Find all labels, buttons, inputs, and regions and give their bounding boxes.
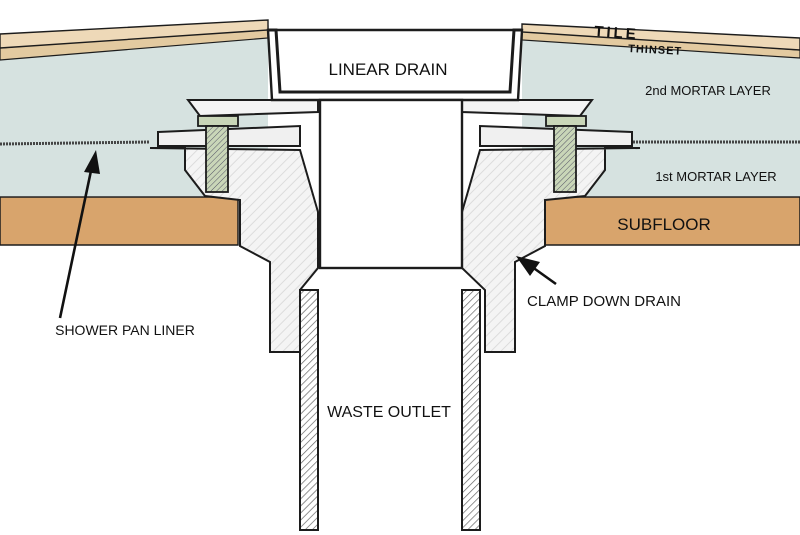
tile-label: TILE bbox=[594, 23, 640, 43]
mortar-layer-1-label: 1st MORTAR LAYER bbox=[655, 169, 776, 184]
waste-outlet-wall-left bbox=[299, 289, 319, 531]
clamp-ring-left bbox=[157, 124, 301, 147]
subfloor-left bbox=[0, 196, 239, 246]
shower-pan-liner-line bbox=[0, 140, 800, 146]
clamp-drain-body-left bbox=[149, 147, 319, 353]
clamp-down-drain-arrow bbox=[516, 256, 557, 286]
waste-outlet-wall-right bbox=[461, 289, 481, 531]
clamp-down-drain-label: CLAMP DOWN DRAIN bbox=[527, 293, 681, 310]
shower-pan-liner-label: SHOWER PAN LINER bbox=[55, 322, 195, 338]
drain-inner-tube bbox=[318, 98, 464, 270]
clamp-bolt-left bbox=[197, 115, 239, 193]
upper-flange-right bbox=[461, 99, 594, 118]
linear-drain-label: LINEAR DRAIN bbox=[328, 60, 447, 79]
waste-outlet-label: WASTE OUTLET bbox=[327, 404, 451, 421]
mortar-layer-2-label: 2nd MORTAR LAYER bbox=[645, 83, 771, 98]
subfloor-right bbox=[544, 196, 800, 246]
linear-drain-rim bbox=[268, 28, 522, 94]
upper-flange-left bbox=[186, 99, 319, 118]
clamp-bolt-right bbox=[545, 115, 587, 193]
subfloor-label: SUBFLOOR bbox=[617, 215, 711, 234]
thinset-label: THINSET bbox=[628, 43, 683, 58]
shower-pan-liner-arrow bbox=[58, 150, 100, 319]
